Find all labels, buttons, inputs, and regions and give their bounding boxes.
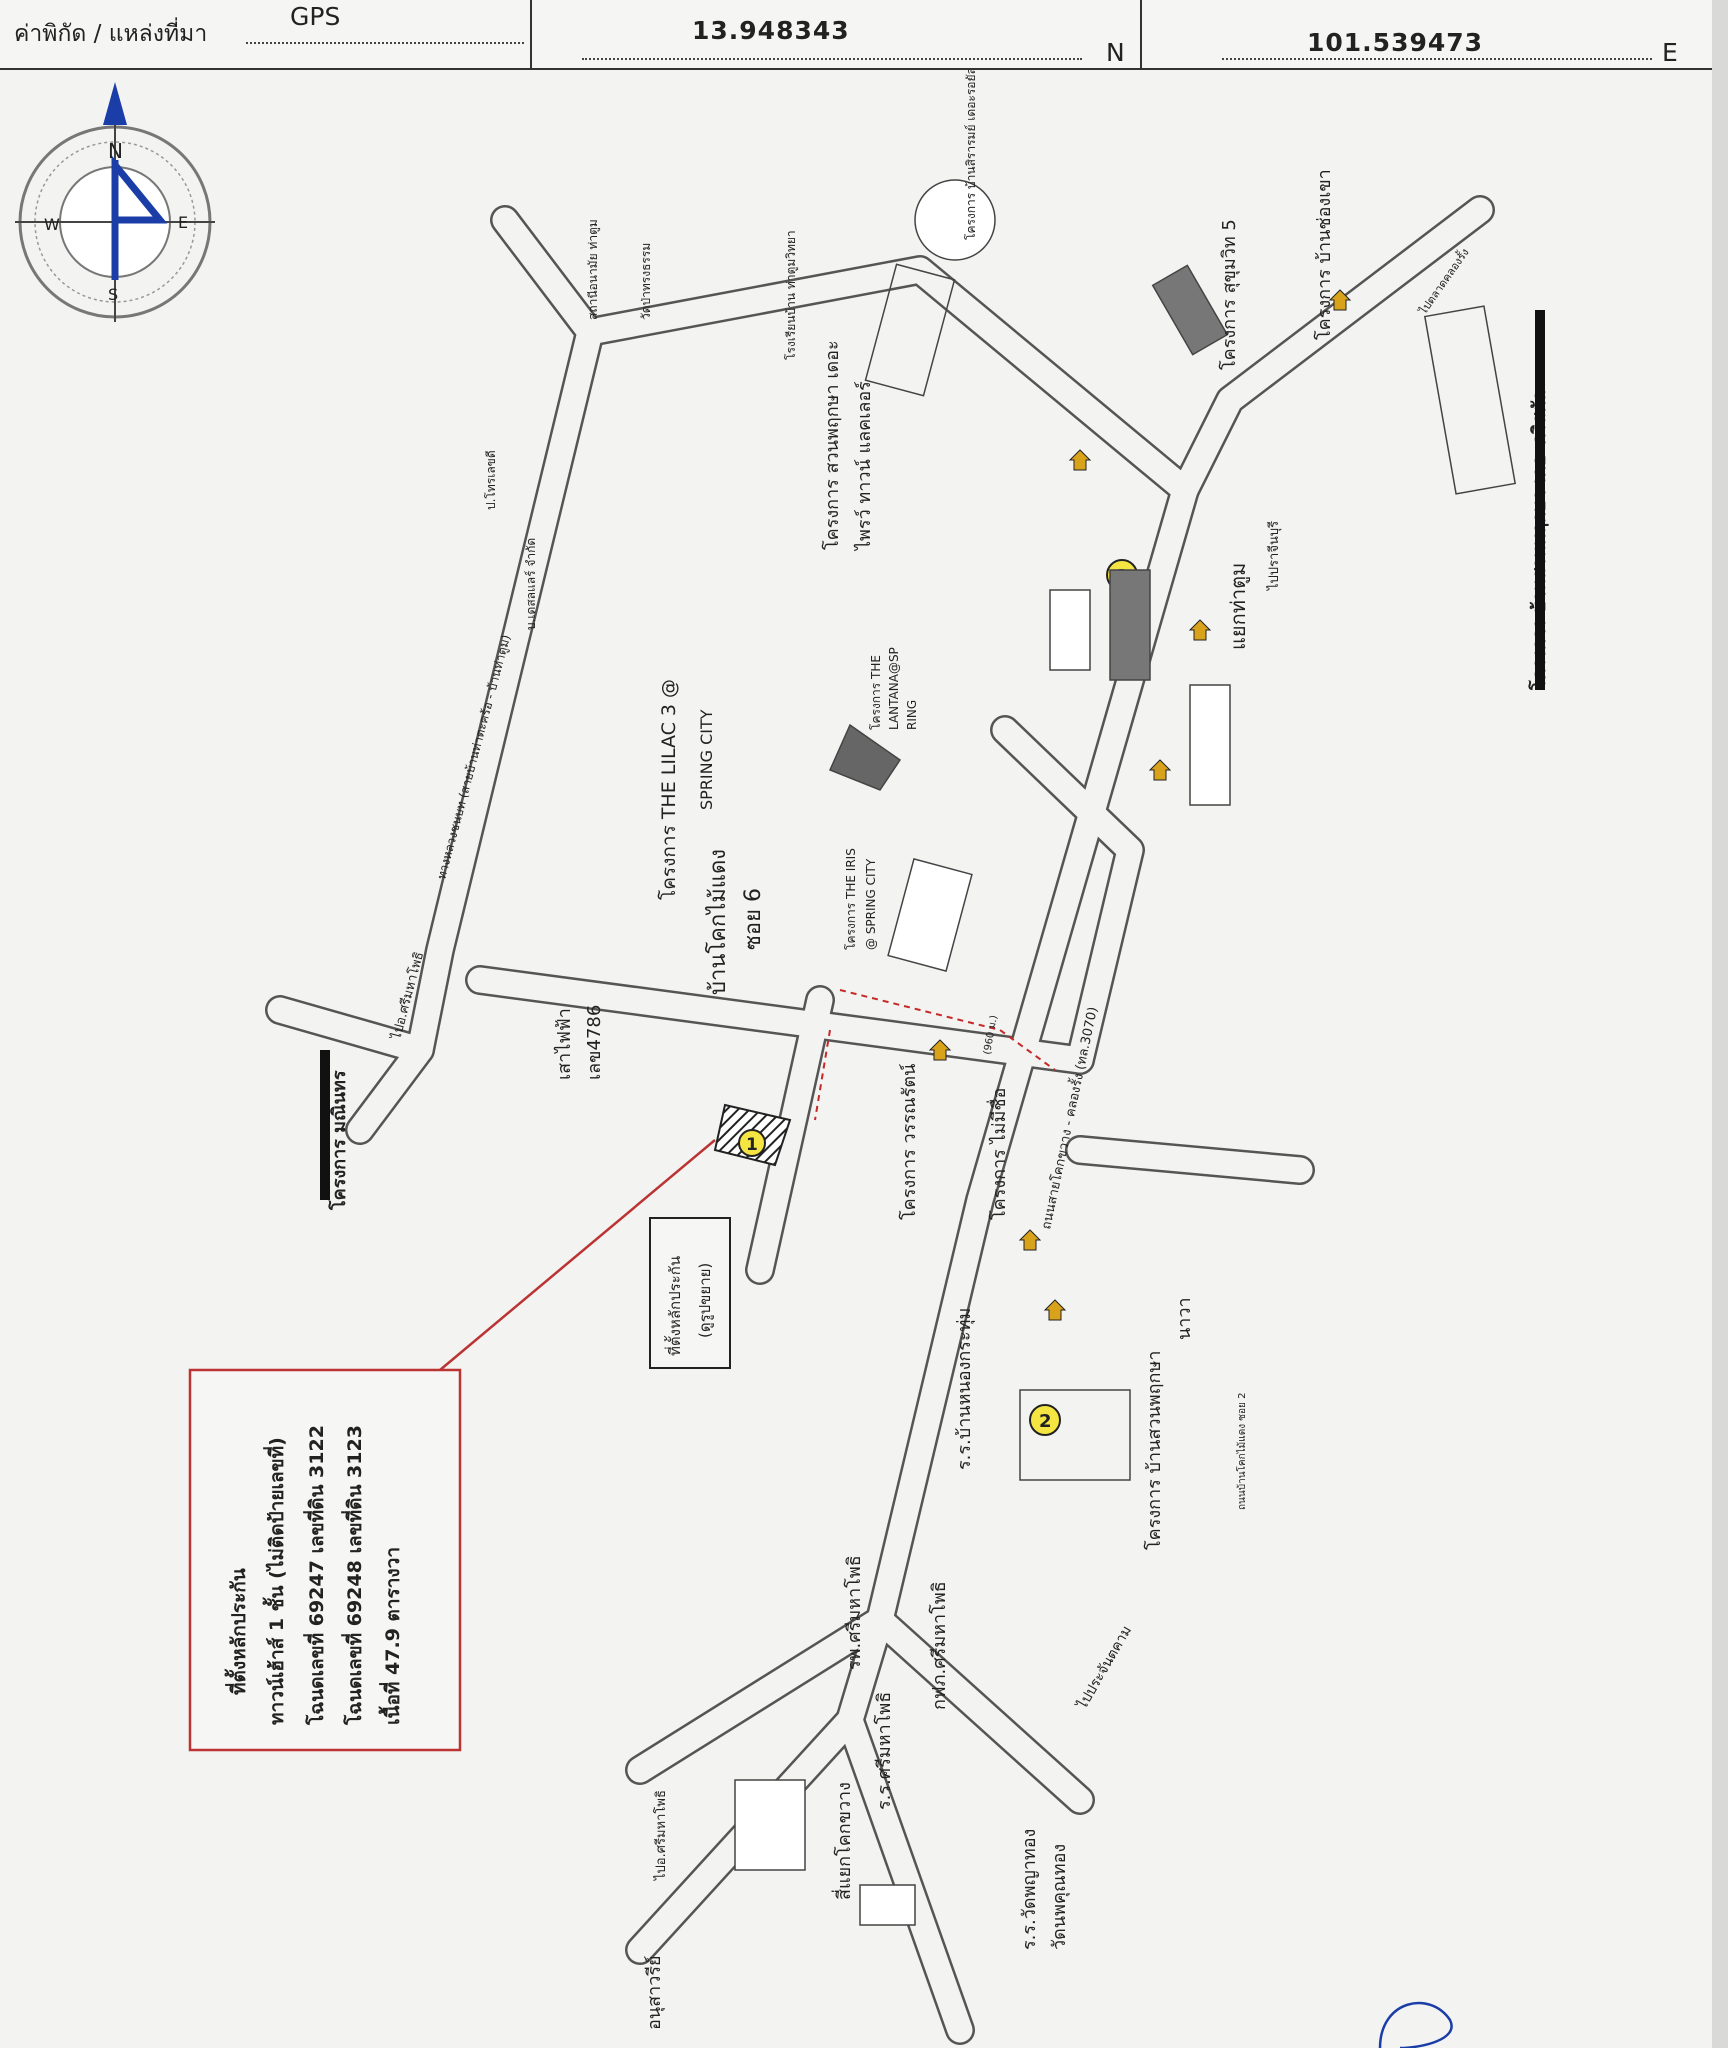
label-pole: เสาไฟฟ้า bbox=[553, 1008, 575, 1080]
label-post: ป.โทรเลขดี bbox=[484, 450, 498, 510]
compass-s: S bbox=[108, 285, 118, 304]
marker-2: 2 bbox=[1029, 1404, 1061, 1436]
longitude-value: 101.539473 bbox=[1307, 28, 1484, 57]
coordinate-header: ค่าพิกัด / แหล่งที่มา GPS 13.948343 N 10… bbox=[0, 0, 1712, 70]
coord-source: GPS bbox=[290, 2, 341, 31]
label-khok-rd: ถนนบ้านโคกไม้แดง ซอย 2 bbox=[1235, 1393, 1248, 1510]
label-pole-no: เลข4786 bbox=[584, 1005, 605, 1080]
property-box: ที่ตั้งหลักประกัน ทาวน์เฮ้าส์ 1 ชั้น (ไม… bbox=[188, 1368, 462, 1752]
latitude-value: 13.948343 bbox=[692, 16, 850, 45]
label-sukhumvit: โครงการ สุขุมวิท 5 bbox=[1218, 219, 1240, 370]
label-suan-nawa2: นาวา bbox=[1174, 1297, 1195, 1340]
svg-text:2: 2 bbox=[1039, 1411, 1052, 1432]
north-arrow-icon bbox=[103, 82, 127, 125]
label-manintra: โครงการ มณินทร bbox=[328, 1070, 350, 1211]
label-soi6: ซอย 6 bbox=[741, 888, 766, 950]
label-rr-srimaha: ร.ร.ศรีมหาโพธิ bbox=[873, 1692, 895, 1810]
latitude-suffix: N bbox=[1106, 38, 1125, 67]
handwritten-mark bbox=[1378, 2001, 1453, 2048]
label-ban-khok: บ้านโคกไม้แดง bbox=[705, 849, 731, 995]
svg-text:ที่ตั้งหลักประกัน: ที่ตั้งหลักประกัน bbox=[664, 1256, 684, 1356]
label-iris2: @ SPRING CITY bbox=[864, 858, 878, 950]
label-lantana2: LANTANA@SP bbox=[887, 647, 901, 730]
longitude-cell: 101.539473 E bbox=[1140, 0, 1714, 68]
compass-e: E bbox=[178, 213, 188, 232]
label-dhs: โรงเรียนบ้าน ท่าตูมวิทยา bbox=[784, 230, 799, 360]
label-iris1: โครงการ THE IRIS bbox=[844, 848, 858, 950]
latitude-cell: 13.948343 N bbox=[530, 0, 1142, 68]
label-lantana3: RING bbox=[905, 700, 919, 730]
label-lilac1: โครงการ THE LILAC 3 @ bbox=[657, 679, 680, 900]
project-blocks bbox=[734, 179, 1517, 1926]
label-wanarat: โครงการ วรรณรัตน์ bbox=[898, 1063, 920, 1220]
label-hosp: รพ.ศรีมหาโพธิ bbox=[843, 1555, 865, 1670]
label-kfk: กฟภ.ศรีมหาโพธิ bbox=[928, 1581, 950, 1710]
label-to-srimaha2: ไปอ.ศรีมหาโพธิ bbox=[653, 1790, 669, 1881]
label-suan-nawa1: โครงการ บ้านสวนพฤกษา bbox=[1143, 1351, 1165, 1550]
label-ban-nong: ร.ร.บ้านหนองกระทุ่ม bbox=[954, 1308, 975, 1470]
label-lilac2: SPRING CITY bbox=[697, 709, 716, 810]
property-line1: ที่ตั้งหลักประกัน bbox=[224, 1568, 250, 1695]
location-map: N S E W bbox=[15, 70, 1550, 2048]
marker-1: 1 bbox=[738, 1129, 766, 1157]
longitude-suffix: E bbox=[1662, 38, 1678, 67]
label-wat2: วัดนพคุณทอง bbox=[1049, 1844, 1070, 1950]
label-lantana1: โครงการ THE bbox=[869, 655, 883, 730]
label-suan1: โครงการ สวนพฤกษา เดอะ bbox=[821, 340, 843, 550]
label-to-prachin: ไปปราจีนบุรี bbox=[1266, 521, 1282, 591]
property-line5: เนื้อที่ 47.9 ตารางวา bbox=[378, 1547, 404, 1725]
property-line3: โฉนดเลขที่ 69247 เลขที่ดิน 3122 bbox=[303, 1425, 328, 1726]
compass-rose: N S E W bbox=[15, 82, 215, 322]
svg-text:1: 1 bbox=[746, 1135, 758, 1155]
label-wat-khiaw: วัดป่าทรงธรรม bbox=[639, 243, 653, 320]
label-mai-mi-chue: โครงการ ไม่มีชื่อ bbox=[986, 1088, 1010, 1220]
label-to-prachin2: ไปประจันตคาม bbox=[1073, 1623, 1135, 1713]
label-school-thatum: สถานีอนามัย ท่าตูม bbox=[586, 219, 601, 320]
label-wat1: ร.ร.วัดพญาทอง bbox=[1019, 1829, 1040, 1950]
label-songwa: โครงการ บ้านช่องเขา bbox=[1313, 169, 1335, 340]
route-dashed bbox=[839, 989, 1056, 1071]
svg-text:(ดูรูปขยาย): (ดูรูปขยาย) bbox=[696, 1263, 714, 1338]
compass-w: W bbox=[44, 215, 60, 234]
label-ban-sarit: โครงการ บ้านสิรารมย์ เดอะรอยัล bbox=[964, 70, 978, 240]
label-dealer: บ.เดสลแลร์ จำกัด bbox=[524, 538, 538, 630]
label-phaeng-tum: แยกท่าตูม bbox=[1226, 563, 1251, 650]
property-line4: โฉนดเลขที่ 69248 เลขที่ดิน 3123 bbox=[341, 1425, 366, 1726]
collateral-label: ที่ตั้งหลักประกัน (ดูรูปขยาย) bbox=[649, 1217, 731, 1369]
leader-line bbox=[439, 1139, 716, 1371]
property-line2: ทาวน์เฮ้าส์ 1 ชั้น (ไม่ติดป้ายเลขที่) bbox=[262, 1437, 288, 1725]
label-suan2: ไพรว์ ทาวน์ แลคเลอร์ bbox=[853, 381, 875, 552]
compass-n: N bbox=[108, 139, 123, 163]
house-icons bbox=[928, 289, 1352, 1321]
label-monument: อนุสาวรีย์ bbox=[644, 1955, 665, 2030]
label-sam-yaek: สี่แยกโคกขวาง bbox=[831, 1782, 855, 1900]
coord-label: ค่าพิกัด / แหล่งที่มา bbox=[14, 21, 208, 47]
label-main-road: ถนนสายโคกขวาง - คลองรั้ง (ทล.3070) bbox=[1036, 1005, 1101, 1231]
